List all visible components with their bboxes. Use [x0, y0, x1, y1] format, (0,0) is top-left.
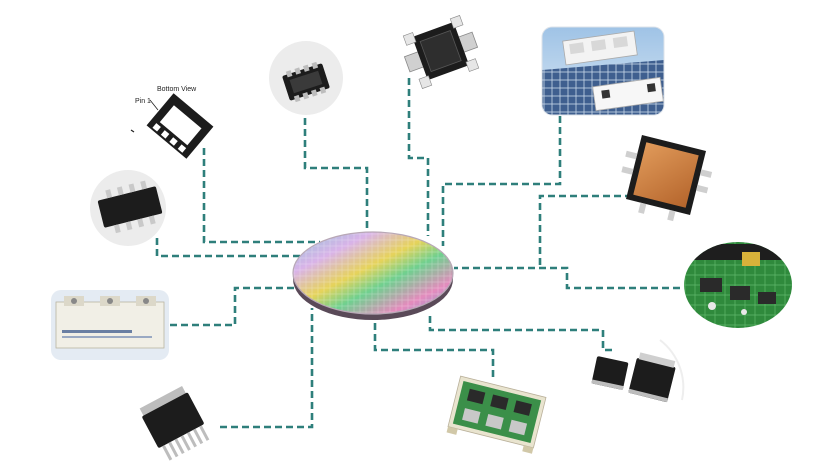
connector-lines	[155, 78, 680, 429]
d2pak-package-icon	[139, 386, 210, 461]
dfn-package-icon	[269, 41, 343, 115]
connector-pcb	[454, 266, 680, 290]
connector-dfn	[303, 118, 369, 228]
igbt-module-icon	[51, 290, 169, 360]
connector-power-module	[373, 322, 495, 377]
wafer-icon	[292, 231, 454, 320]
bottom-view-label: Bottom View	[157, 86, 197, 93]
qfn-bottom-view-icon: Bottom View Pin 1	[130, 86, 214, 159]
solar-module-icon	[541, 26, 665, 116]
to-package-icon	[402, 15, 480, 89]
connector-powerflat	[428, 315, 612, 352]
powerflat-package-icon	[591, 339, 685, 403]
connector-to-package	[407, 78, 430, 236]
connector-igbt-module	[170, 286, 298, 327]
connector-soic	[155, 238, 300, 258]
connector-qfn	[202, 148, 320, 244]
connector-solar-module	[441, 116, 562, 246]
power-module-pcb-icon	[446, 375, 547, 454]
press-pack-igbt-icon	[621, 134, 713, 222]
soic-package-icon	[90, 170, 166, 246]
connector-press-pack	[538, 194, 632, 265]
connector-d2pak	[220, 308, 314, 429]
pin1-label: Pin 1	[135, 98, 151, 105]
pcb-board-icon	[684, 242, 792, 328]
